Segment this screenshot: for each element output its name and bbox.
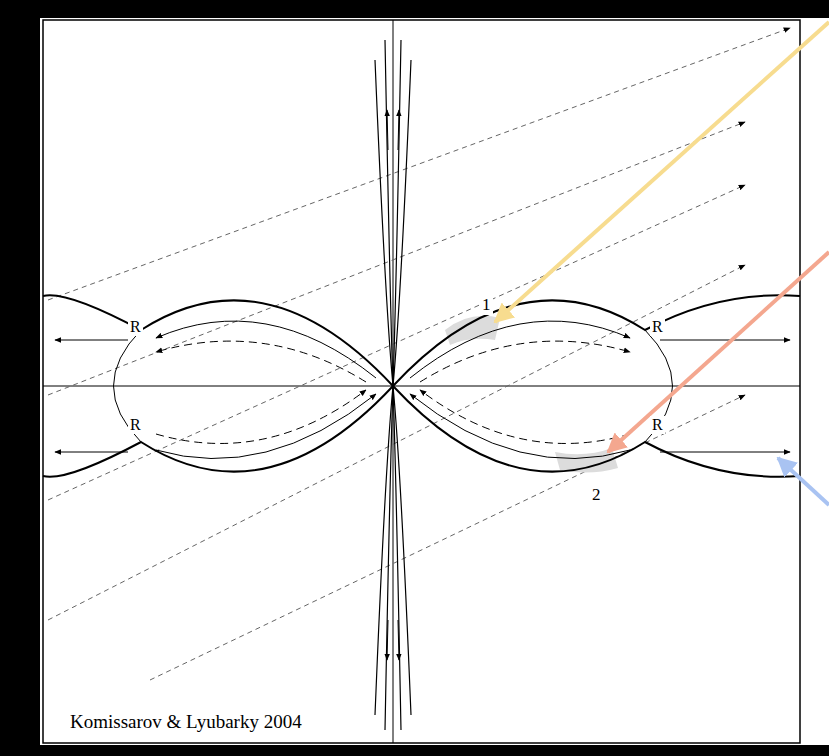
- shaded-region: [445, 316, 500, 345]
- point-label: R: [128, 416, 143, 434]
- jet-outline: [375, 40, 411, 730]
- slide-ground: [0, 0, 829, 18]
- pointer-arrow: [495, 22, 829, 322]
- point-label: R: [650, 416, 665, 434]
- field-lines: [48, 28, 790, 680]
- point-label: R: [650, 318, 665, 336]
- region-number: 1: [480, 296, 493, 315]
- axis-line: [43, 386, 800, 387]
- slide-ground: [0, 0, 40, 756]
- region-number: 2: [590, 486, 603, 505]
- citation-caption: Komissarov & Lyubarky 2004: [68, 712, 304, 733]
- jet-arrow: [387, 110, 399, 660]
- lobe-outline: [43, 295, 800, 477]
- pointer-arrow: [608, 252, 829, 452]
- pointer-arrow: [778, 458, 829, 505]
- slide-ground: [0, 745, 829, 756]
- point-label: R: [128, 318, 143, 336]
- outflow-arrow: [55, 340, 790, 452]
